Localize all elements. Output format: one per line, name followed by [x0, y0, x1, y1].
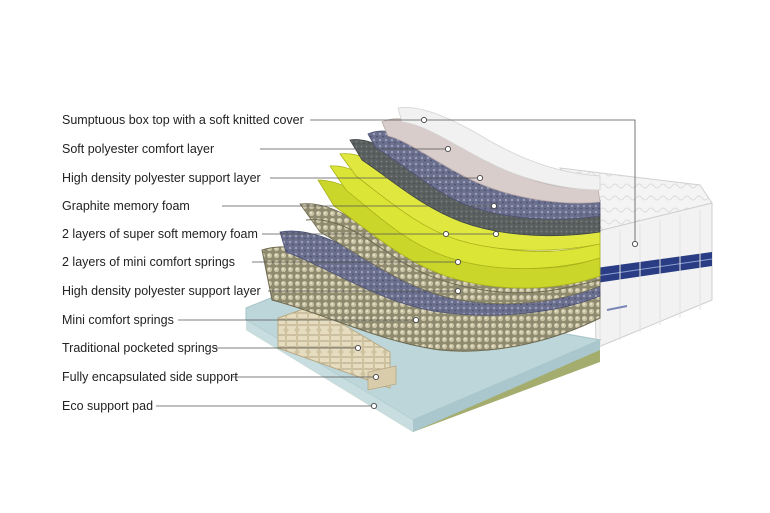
label-box-top-cover: Sumptuous box top with a soft knitted co… [62, 113, 304, 127]
label-mini-comfort-springs-double: 2 layers of mini comfort springs [62, 255, 235, 269]
leader-lines [156, 119, 636, 407]
label-eco-support-pad: Eco support pad [62, 399, 154, 413]
label-soft-polyester-comfort: Soft polyester comfort layer [62, 142, 215, 156]
label-high-density-polyester-top: High density polyester support layer [62, 171, 261, 185]
label-super-soft-memory-foam: 2 layers of super soft memory foam [62, 227, 258, 241]
label-pocketed-springs: Traditional pocketed springs [62, 341, 218, 355]
label-side-support: Fully encapsulated side support [62, 370, 238, 384]
box-top-knitted-cover [397, 106, 601, 191]
label-mini-comfort-springs: Mini comfort springs [62, 313, 174, 327]
label-high-density-polyester-bottom: High density polyester support layer [62, 284, 261, 298]
brand-logo [606, 305, 628, 311]
callout-dots [354, 116, 639, 410]
label-graphite-memory-foam: Graphite memory foam [62, 199, 190, 213]
